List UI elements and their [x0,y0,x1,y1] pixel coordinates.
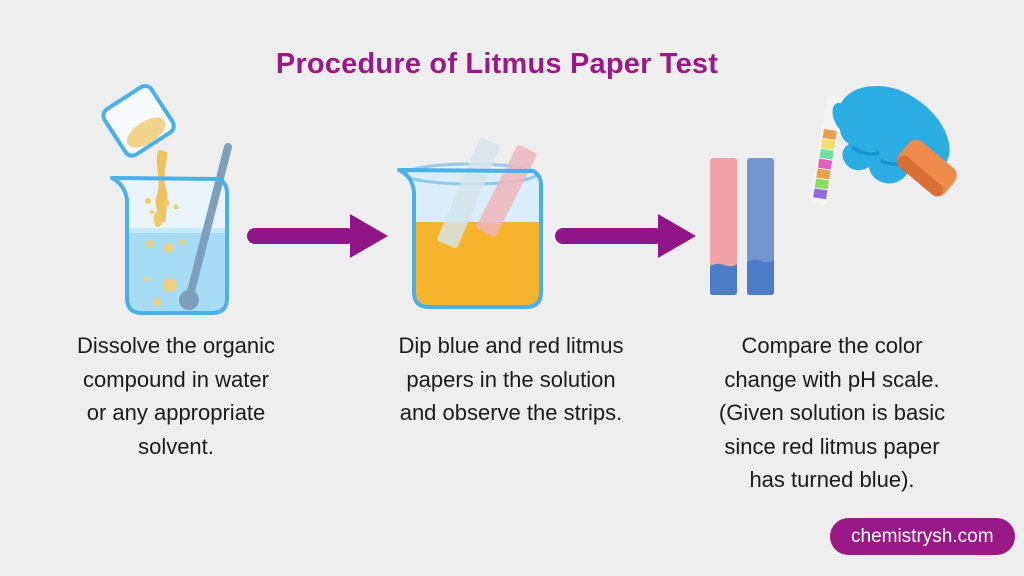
litmus-strips-result-icon [710,158,774,295]
step-1-caption: Dissolve the organic compound in water o… [76,333,276,459]
step-3-caption: Compare the color change with pH scale. … [718,333,946,492]
step-2-caption: Dip blue and red litmus papers in the so… [398,333,624,425]
right-arrow-icon [247,214,388,258]
illustration-svg [101,84,957,315]
right-arrow-icon [555,214,696,258]
ph-strip-hand-icon [810,85,957,205]
beaker-litmus-dip-icon [397,138,543,309]
page-title: Procedure of Litmus Paper Test [275,48,719,80]
site-badge[interactable]: chemistrysh.com [830,518,1015,555]
beaker-pouring-compound-icon [101,84,232,315]
